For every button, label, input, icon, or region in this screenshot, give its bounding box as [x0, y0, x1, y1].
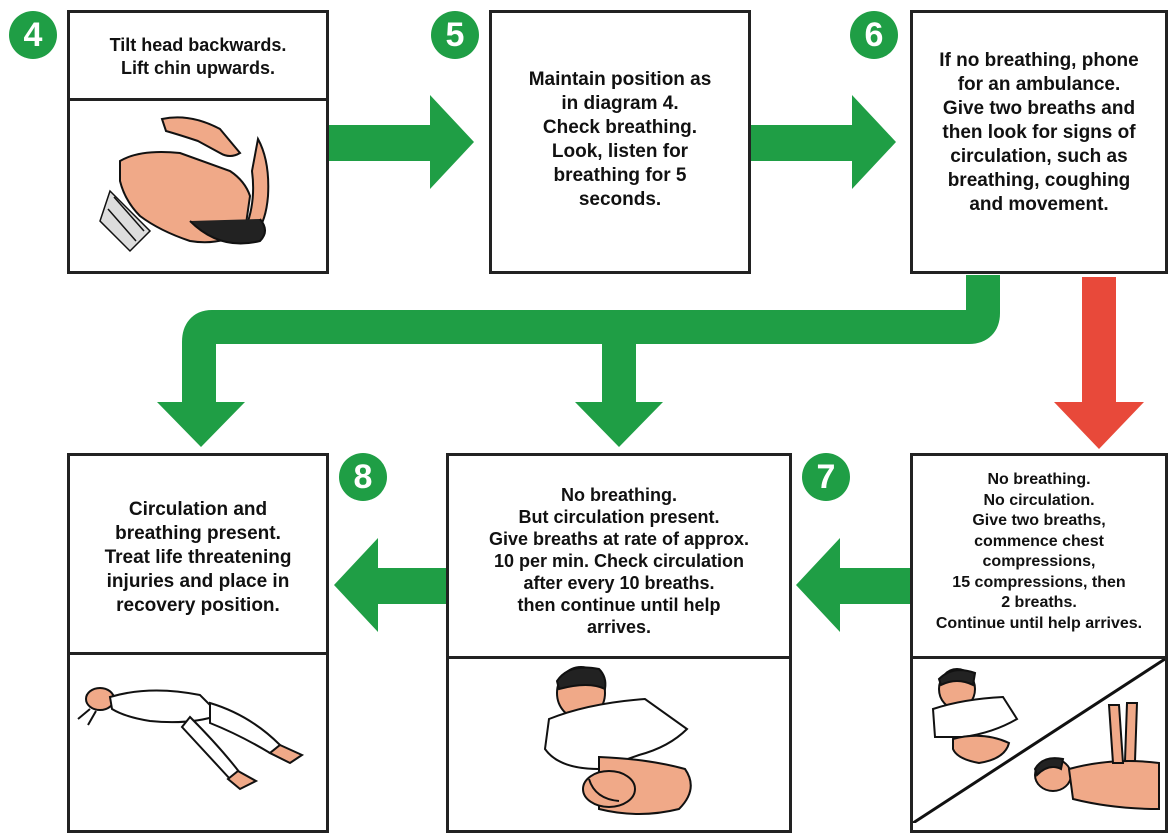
step-8-box — [446, 453, 792, 833]
cpr-illustration — [913, 659, 1165, 823]
arrow-6-to-7-red — [1054, 277, 1144, 449]
arrow-4-to-5 — [328, 95, 474, 189]
step-5-box — [489, 10, 751, 274]
recovery-divider — [67, 652, 329, 655]
arrow-6-split-green — [157, 275, 1000, 447]
recovery-text: Circulation and breathing present. Treat… — [104, 499, 292, 616]
arrow-7-to-8 — [796, 538, 912, 632]
chest-compressions-figure — [1033, 702, 1160, 811]
step-7-badge: 7 — [802, 453, 850, 501]
step-6-text: If no breathing, phone for an ambulance.… — [939, 50, 1139, 215]
step-4-divider — [67, 98, 329, 101]
step-4-text: Tilt head backwards. Lift chin upwards. — [109, 35, 287, 78]
step-5-badge: 5 — [431, 11, 479, 59]
recovery-position-illustration — [77, 687, 305, 791]
step-5-text: Maintain position as in diagram 4. Check… — [528, 69, 712, 210]
cpr-breaths-figure — [931, 668, 1019, 765]
step-8-divider — [446, 656, 792, 659]
step-7-text: No breathing. No circulation. Give two b… — [935, 471, 1143, 632]
arrow-5-to-6 — [750, 95, 896, 189]
step-6-badge: 6 — [850, 11, 898, 59]
head-tilt-illustration — [99, 116, 270, 253]
step-7-divider — [910, 656, 1168, 659]
step-6-box — [910, 10, 1168, 274]
rescue-breathing-illustration — [543, 666, 692, 815]
arrow-8-to-recovery — [334, 538, 448, 632]
step-4-badge: 4 — [9, 11, 57, 59]
step-8-badge: 8 — [339, 453, 387, 501]
step-8-text: No breathing. But circulation present. G… — [488, 485, 750, 637]
recovery-box — [67, 453, 329, 833]
